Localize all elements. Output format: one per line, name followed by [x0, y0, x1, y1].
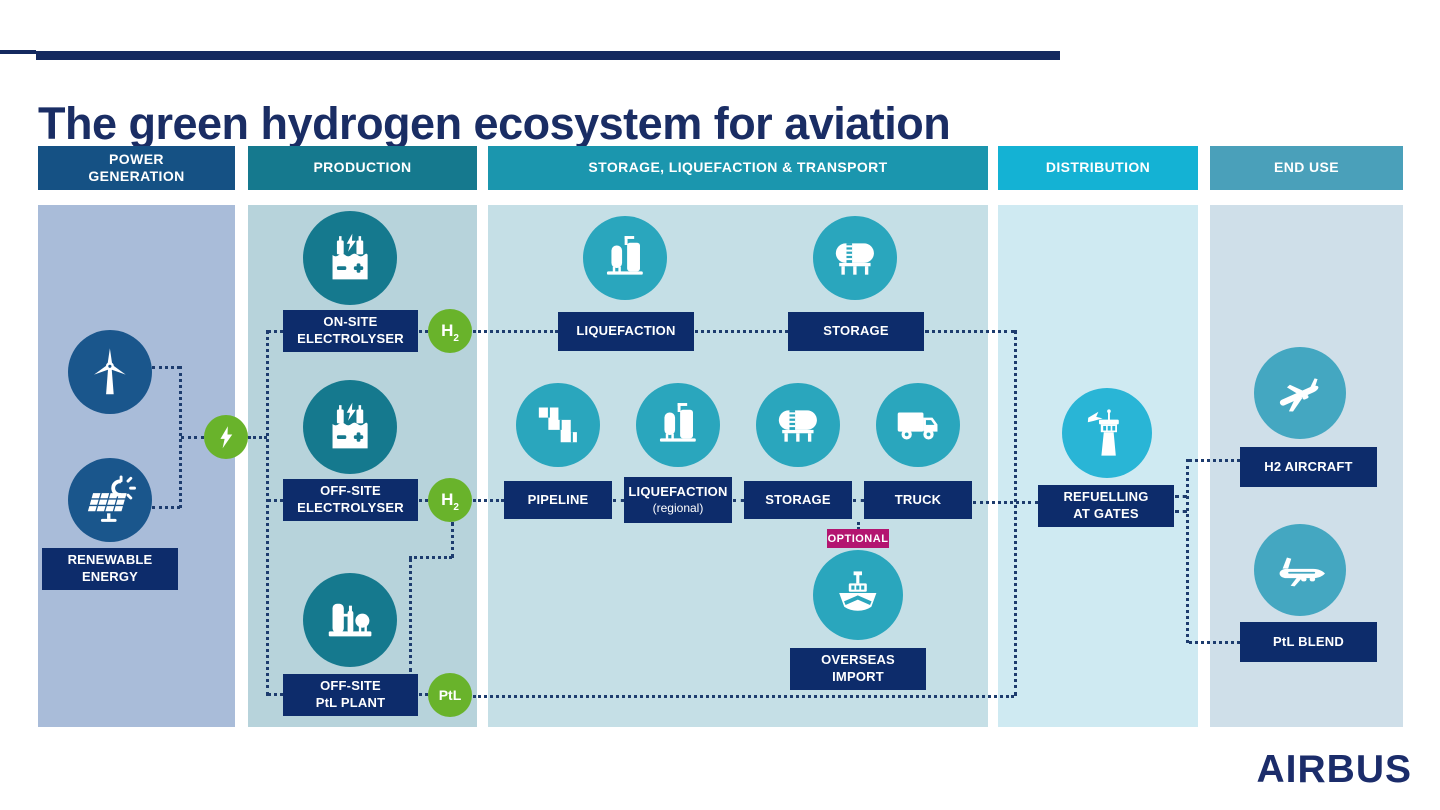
optional-tag: OPTIONAL: [827, 529, 889, 548]
connector-h2-to-ptl-plant: [409, 558, 412, 672]
label-offsite-electrolyser: OFF-SITE ELECTROLYSER: [283, 479, 418, 521]
label-refuelling-at-gates: REFUELLING AT GATES: [1038, 485, 1174, 527]
label-overseas-import: OVERSEAS IMPORT: [790, 648, 926, 690]
wind-turbine-icon: [68, 330, 152, 414]
connector-refuelling-out-2: [1175, 510, 1187, 513]
label-truck: TRUCK: [864, 481, 972, 519]
connector-spine-offsite: [268, 499, 283, 502]
connector-liqregional-storage: [733, 499, 744, 502]
connector-h2-down: [451, 522, 454, 558]
ptl-aircraft-icon: [1254, 524, 1346, 616]
truck-icon: [876, 383, 960, 467]
column-header-distribution: DISTRIBUTION: [998, 146, 1198, 190]
electricity-badge: [204, 415, 248, 459]
column-header-end-use: END USE: [1210, 146, 1403, 190]
onsite-electrolyser-icon: [303, 211, 397, 305]
label-pipeline: PIPELINE: [504, 481, 612, 519]
connector-storage-right: [925, 330, 1015, 333]
connector-h2-liquefaction: [473, 330, 558, 333]
column-header-production: PRODUCTION: [248, 146, 477, 190]
column-storage-transport: [488, 205, 988, 727]
connector-h2-pipeline: [473, 499, 504, 502]
label-offsite-ptl-plant: OFF-SITE PtL PLANT: [283, 674, 418, 716]
airport-tower-icon: [1062, 388, 1152, 478]
column-power-generation: [38, 205, 235, 727]
column-header-storage-liquefaction-transport: STORAGE, LIQUEFACTION & TRANSPORT: [488, 146, 988, 190]
connector-storage-truck: [853, 499, 864, 502]
ptl-badge: PtL: [428, 673, 472, 717]
connector-electricity-out: [248, 436, 267, 439]
connector-ptlplant-ptl: [419, 693, 428, 696]
connector-offsite-h2: [419, 499, 428, 502]
connector-to-h2-aircraft: [1189, 459, 1240, 462]
liquefaction-regional-icon: [636, 383, 720, 467]
top-rule-thin: [0, 50, 36, 54]
connector-onsite-h2: [419, 330, 428, 333]
connector-transport-merge: [1014, 330, 1017, 696]
label-onsite-electrolyser: ON-SITE ELECTROLYSER: [283, 310, 418, 352]
connector-enduse-spine: [1186, 459, 1189, 643]
connector-spine-onsite: [268, 330, 283, 333]
connector-spine-ptl: [268, 693, 283, 696]
label-h2-aircraft: H2 AIRCRAFT: [1240, 447, 1377, 487]
connector-h2-jog: [409, 556, 452, 559]
storage-tank-icon: [813, 216, 897, 300]
label-storage-main: STORAGE: [788, 312, 924, 351]
solar-panel-icon: [68, 458, 152, 542]
connector-refuelling-out-1: [1175, 495, 1187, 498]
h2-badge-main: H: [441, 490, 454, 509]
lightning-bolt-icon: [220, 425, 233, 448]
pipeline-icon: [516, 383, 600, 467]
connector-solar-out: [152, 506, 180, 509]
ptl-badge-text: PtL: [438, 687, 462, 703]
airbus-logo: AIRBUS: [1256, 748, 1412, 791]
h2-badge-sub: 2: [453, 502, 459, 513]
h2-badge-main: H: [441, 321, 454, 340]
connector-pipeline-liqregional: [613, 499, 624, 502]
ptl-plant-icon: [303, 573, 397, 667]
label-renewable-energy: RENEWABLE ENERGY: [42, 548, 178, 590]
connector-to-ptl-blend: [1189, 641, 1240, 644]
h2-badge-sub: 2: [453, 333, 459, 344]
connector-ptl-long: [473, 695, 1014, 698]
label-liquefaction-regional-main: LIQUEFACTION: [628, 483, 728, 499]
connector-liquefaction-storage: [695, 330, 788, 333]
column-header-power-generation: POWER GENERATION: [38, 146, 235, 190]
liquefaction-icon: [583, 216, 667, 300]
label-storage-regional: STORAGE: [744, 481, 852, 519]
page-title: The green hydrogen ecosystem for aviatio…: [38, 98, 951, 150]
label-liquefaction-regional: LIQUEFACTION (regional): [624, 477, 732, 523]
label-liquefaction-regional-sub: (regional): [652, 500, 704, 515]
label-ptl-blend: PtL BLEND: [1240, 622, 1377, 662]
connector-production-spine: [266, 330, 269, 696]
top-rule-thick: [36, 51, 1060, 60]
h2-aircraft-icon: [1254, 347, 1346, 439]
connector-to-electricity: [181, 436, 204, 439]
offsite-electrolyser-icon: [303, 380, 397, 474]
ship-icon: [813, 550, 903, 640]
connector-optional-stub: [857, 522, 860, 530]
connector-wind-out: [152, 366, 180, 369]
label-liquefaction: LIQUEFACTION: [558, 312, 694, 351]
connector-power-collector: [179, 366, 182, 508]
storage-regional-icon: [756, 383, 840, 467]
connector-truck-refuelling: [973, 501, 1038, 504]
